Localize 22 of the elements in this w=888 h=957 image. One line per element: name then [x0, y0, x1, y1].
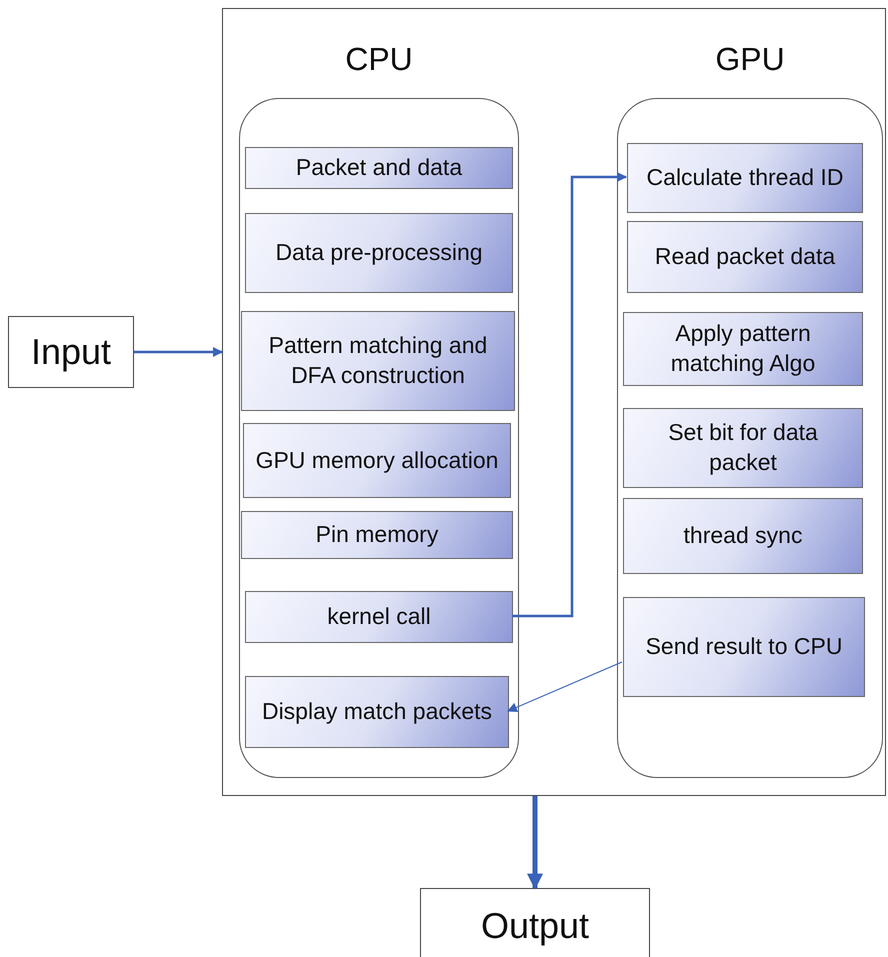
- arrow: [507, 662, 622, 712]
- process-box: kernel call: [245, 591, 513, 643]
- process-box: Calculate thread ID: [627, 143, 863, 213]
- arrow: [134, 347, 223, 357]
- process-box: Packet and data: [245, 147, 513, 189]
- terminal-box: Output: [420, 888, 650, 957]
- process-box: Apply pattern matching Algo: [623, 312, 863, 386]
- process-box: Set bit for data packet: [623, 408, 863, 488]
- process-box: Pin memory: [241, 511, 513, 559]
- process-box: GPU memory allocation: [243, 423, 511, 498]
- terminal-box: Input: [8, 316, 134, 388]
- system-frame: [222, 8, 886, 796]
- process-box: thread sync: [623, 498, 863, 574]
- process-box: Data pre-processing: [245, 213, 513, 293]
- column-heading: GPU: [714, 41, 786, 78]
- process-box: Send result to CPU: [623, 597, 865, 697]
- process-box: Pattern matching and DFA construction: [241, 311, 515, 411]
- process-box: Read packet data: [627, 221, 863, 293]
- arrow: [512, 172, 627, 618]
- column-heading: CPU: [344, 41, 414, 78]
- arrow: [527, 796, 543, 890]
- process-box: Display match packets: [245, 676, 509, 748]
